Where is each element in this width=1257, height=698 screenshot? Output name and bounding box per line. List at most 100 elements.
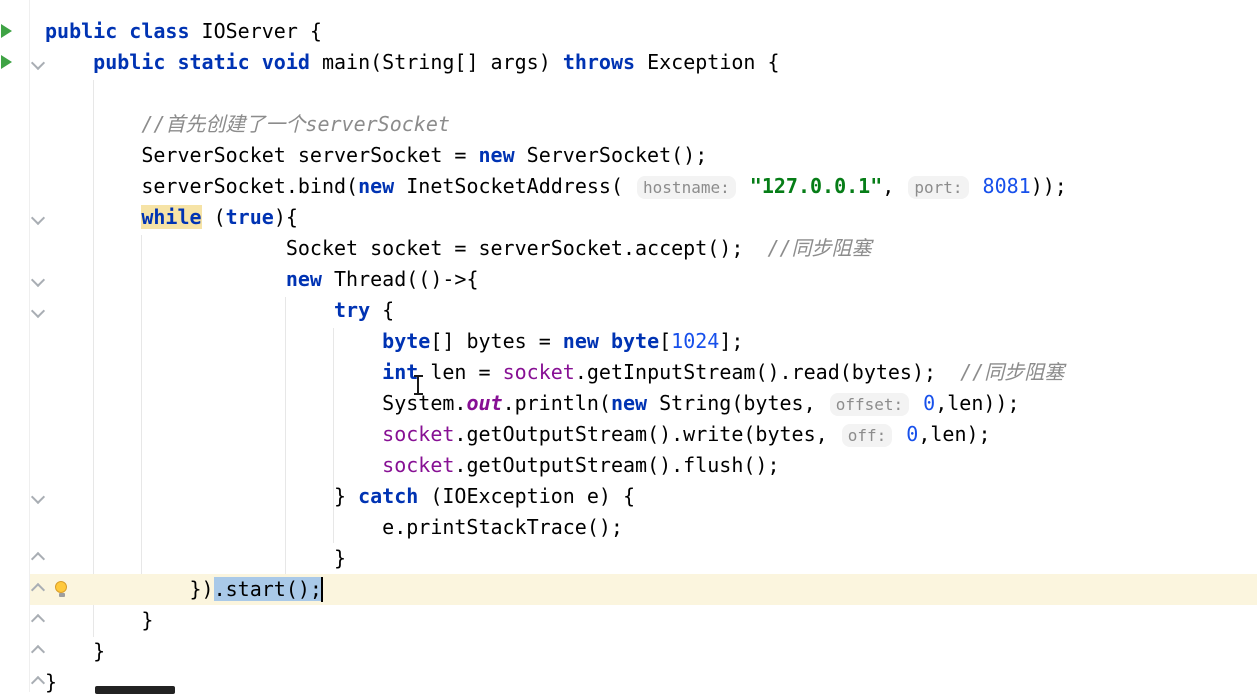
selected-text: .start(); (213, 577, 322, 601)
code-token (45, 453, 382, 477)
comment-token: //首先创建了一个serverSocket (141, 112, 450, 136)
code-token: .getOutputStream().flush(); (454, 453, 780, 477)
keyword-token: new (562, 329, 599, 353)
code-token (45, 298, 334, 322)
code-line[interactable]: }).start(); (0, 574, 1257, 605)
code-line[interactable]: //首先创建了一个serverSocket (0, 109, 1257, 140)
field-token: socket (382, 453, 455, 477)
code-token (45, 50, 93, 74)
indent-guide (141, 235, 142, 605)
code-token: )); (1030, 174, 1067, 198)
field-token: socket (382, 422, 455, 446)
code-line[interactable]: try { (0, 295, 1257, 326)
keyword-token: int (382, 360, 419, 384)
static-field-token: out (466, 391, 503, 415)
code-line[interactable]: Socket socket = serverSocket.accept(); /… (0, 233, 1257, 264)
code-token: main(String[] args) (309, 50, 563, 74)
keyword-token: class (129, 19, 190, 43)
keyword-token: byte (382, 329, 431, 353)
keyword-token: new (285, 267, 322, 291)
code-token: } (45, 670, 58, 694)
indent-guide (285, 297, 286, 574)
comment-token: //同步阻塞 (960, 360, 1065, 384)
param-hint: offset: (829, 393, 910, 416)
code-line[interactable]: socket.getOutputStream().flush(); (0, 450, 1257, 481)
keyword-token: void (261, 50, 310, 74)
code-token: .getInputStream().read(bytes); (574, 360, 961, 384)
indent-guide (333, 328, 334, 543)
code-token (45, 360, 382, 384)
code-line[interactable]: } (0, 605, 1257, 636)
code-token (45, 329, 382, 353)
code-token (117, 19, 129, 43)
code-token: }) (45, 577, 214, 601)
clipped-text-artifact (95, 686, 175, 694)
code-token: String(bytes, (647, 391, 828, 415)
code-line[interactable]: public static void main(String[] args) t… (0, 47, 1257, 78)
code-line[interactable]: while (true){ (0, 202, 1257, 233)
code-token (911, 391, 923, 415)
code-line[interactable]: new Thread(()->{ (0, 264, 1257, 295)
code-token (250, 50, 262, 74)
keyword-token: try (333, 298, 371, 322)
number-token: 0 (906, 422, 919, 446)
keyword-highlighted-token: while (141, 205, 202, 229)
code-line[interactable]: public class IOServer { (0, 16, 1257, 47)
code-token: , (882, 174, 907, 198)
param-hint: port: (908, 176, 969, 199)
code-token (599, 329, 611, 353)
param-hint: hostname: (637, 176, 736, 199)
code-token: } (45, 546, 347, 570)
code-token: (IOException e) { (418, 484, 636, 508)
code-line[interactable]: } catch (IOException e) { (0, 481, 1257, 512)
code-token: ){ (273, 205, 298, 229)
code-line[interactable]: serverSocket.bind(new InetSocketAddress(… (0, 171, 1257, 202)
code-token: } (45, 639, 106, 663)
comment-token: //同步阻塞 (767, 236, 872, 260)
code-token: Exception { (635, 50, 780, 74)
string-token: "127.0.0.1" (749, 174, 883, 198)
code-line[interactable] (0, 78, 1257, 109)
code-token: } (45, 484, 359, 508)
code-token (45, 267, 286, 291)
code-token: .getOutputStream().write(bytes, (454, 422, 840, 446)
code-token: InetSocketAddress( (394, 174, 636, 198)
code-line[interactable]: e.printStackTrace(); (0, 512, 1257, 543)
code-line[interactable]: byte[] bytes = new byte[1024]; (0, 326, 1257, 357)
text-caret (320, 576, 323, 602)
code-token: ,len)); (935, 391, 1020, 415)
code-line[interactable]: System.out.println(new String(bytes, off… (0, 388, 1257, 419)
indent-guide (93, 80, 94, 637)
code-token: len = (418, 360, 503, 384)
keyword-token: true (225, 205, 274, 229)
code-token (45, 422, 382, 446)
code-line[interactable]: } (0, 543, 1257, 574)
keyword-token: throws (562, 50, 636, 74)
code-line[interactable]: int len = socket.getInputStream().read(b… (0, 357, 1257, 388)
keyword-token: static (177, 50, 250, 74)
keyword-token: new (610, 391, 648, 415)
code-line[interactable]: } (0, 636, 1257, 667)
code-token: .println( (502, 391, 611, 415)
gutter-separator (29, 0, 30, 692)
code-token: ( (201, 205, 226, 229)
number-token: 1024 (671, 329, 720, 353)
code-token: IOServer { (189, 19, 322, 43)
code-token: Thread(()->{ (321, 267, 479, 291)
code-token: { (370, 298, 395, 322)
code-token (165, 50, 177, 74)
code-line[interactable]: socket.getOutputStream().write(bytes, of… (0, 419, 1257, 450)
code-line[interactable]: ServerSocket serverSocket = new ServerSo… (0, 140, 1257, 171)
code-token: System. (45, 391, 467, 415)
code-token (45, 112, 141, 136)
code-token (894, 422, 906, 446)
code-line[interactable]: } (0, 667, 1257, 698)
code-token: ]; (719, 329, 744, 353)
code-token: Socket socket = serverSocket.accept(); (45, 236, 768, 260)
code-token (971, 174, 983, 198)
code-token: [ (659, 329, 672, 353)
code-token (738, 174, 750, 198)
